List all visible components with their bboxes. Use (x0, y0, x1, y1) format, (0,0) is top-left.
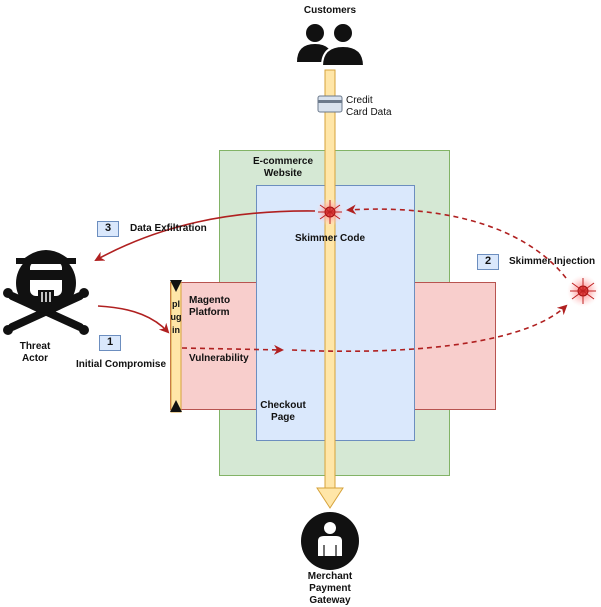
step-badge-2: 2 (477, 254, 499, 270)
data-flow-arrow (316, 69, 344, 509)
threat-actor-icon (3, 250, 89, 335)
step-badge-3: 3 (97, 221, 119, 237)
merchant-gateway-icon (301, 512, 359, 570)
magento-platform-label: Magento Platform (189, 295, 231, 318)
plugin-icon (170, 280, 182, 413)
checkout-page-label: Checkout Page (260, 400, 306, 423)
magento-platform-region-left (170, 282, 258, 410)
skimmer-bug-icon (316, 198, 344, 226)
credit-card-data-label: Credit Card Data (346, 95, 392, 118)
plugin-label: plugin (170, 299, 182, 335)
credit-card-icon (317, 95, 343, 113)
vulnerability-label: Vulnerability (189, 353, 249, 364)
skimmer-code-label: Skimmer Code (294, 233, 366, 244)
skimmer-bug-icon-source (567, 275, 599, 307)
step-badge-1: 1 (99, 335, 121, 351)
customers-label: Customers (303, 5, 357, 16)
merchant-payment-gateway-label: Merchant Payment Gateway (307, 571, 353, 606)
ecommerce-website-label: E-commerce Website (252, 156, 314, 179)
initial-compromise-label: Initial Compromise (75, 359, 166, 370)
skimmer-injection-label: Skimmer Injection (509, 256, 596, 267)
customers-icon (297, 22, 366, 67)
data-exfiltration-label: Data Exfiltration (130, 223, 207, 234)
attack-arrows (94, 204, 568, 355)
threat-actor-label: Threat Actor (19, 341, 51, 364)
